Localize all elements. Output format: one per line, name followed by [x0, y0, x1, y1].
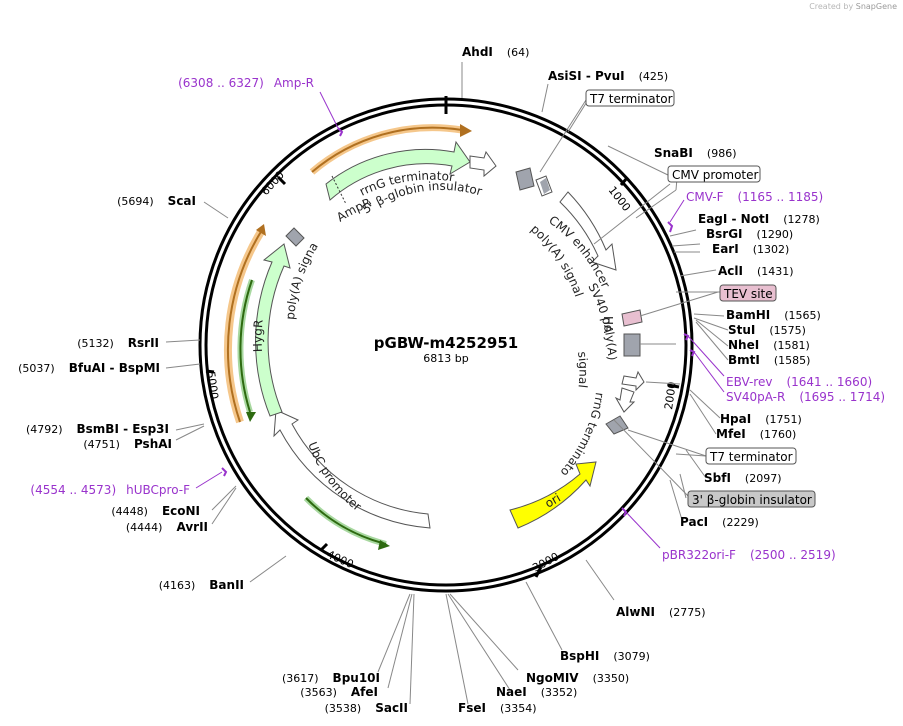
primer-leader-lines	[195, 91, 725, 549]
plasmid-length: 6813 bp	[423, 352, 468, 365]
sv40-signal-label: signal	[575, 351, 590, 389]
hygr-orf2-arrow-core	[239, 279, 253, 413]
bglobin-5-box[interactable]	[515, 167, 535, 191]
cut-asisi-pvui[interactable]: AsiSI - PvuI(425)	[548, 69, 668, 83]
ampr-orf-arrow-core	[311, 126, 463, 173]
cut-econi[interactable]: (4448)EcoNI	[111, 504, 200, 518]
cut-rsrii[interactable]: (5132)RsrII	[77, 336, 159, 350]
cut-ngomiv[interactable]: NgoMIV(3350)	[526, 671, 629, 685]
cut-bsrgi[interactable]: BsrGI(1290)	[706, 227, 793, 241]
cut-mfei[interactable]: MfeI(1760)	[716, 427, 796, 441]
cut-ahdi[interactable]: AhdI(64)	[462, 45, 529, 59]
rrng-terminator-2-label: rrnG terminator	[0, 0, 607, 479]
ampr-dashed-line	[331, 175, 347, 205]
primer-sv40par[interactable]: SV40pA-R(1695 .. 1714)	[726, 390, 885, 404]
cut-stui[interactable]: StuI(1575)	[728, 323, 806, 337]
cut-bsphi[interactable]: BspHI(3079)	[560, 649, 650, 663]
primer-pbr322orif[interactable]: pBR322ori-F(2500 .. 2519)	[662, 548, 836, 562]
boxed-t7-terminator-1[interactable]: T7 terminator	[585, 89, 675, 107]
brand-prefix: Created by	[809, 2, 854, 11]
cut-bamhi[interactable]: BamHI(1565)	[726, 308, 821, 322]
cmv-enhancer-feature[interactable]	[559, 191, 617, 271]
scale-ticks	[205, 175, 680, 578]
primer-ampr[interactable]: (6308 .. 6327)Amp-R	[178, 76, 314, 90]
hygr-orf-arrow-core	[226, 229, 263, 423]
ha-label: HA	[601, 316, 615, 334]
sv40-polya-arrow[interactable]	[614, 387, 636, 413]
hygr-orf2-head	[246, 412, 256, 422]
cut-avrii[interactable]: (4444)AvrII	[126, 520, 208, 534]
t7-terminator-box-fill	[540, 178, 550, 194]
t7-terminator-1-label: T7 terminator	[589, 92, 673, 106]
cut-bfuai-bspmi[interactable]: (5037)BfuAI - BspMI	[18, 361, 160, 375]
tick-label-5000: 5000	[204, 371, 221, 401]
ori-feature[interactable]	[509, 461, 597, 529]
ori-label: ori	[543, 491, 564, 511]
snapgene-brand: Created by SnapGene	[809, 2, 897, 11]
cut-nhei[interactable]: NheI(1581)	[728, 338, 810, 352]
cut-scai[interactable]: (5694)ScaI	[117, 194, 196, 208]
hygr-feature[interactable]	[255, 243, 291, 417]
cut-bmti[interactable]: BmtI(1585)	[728, 353, 810, 367]
cut-bsmbi-esp3i[interactable]: (4792)BsmBI - Esp3I	[26, 422, 169, 436]
cut-sbfi[interactable]: SbfI(2097)	[704, 471, 782, 485]
cut-afei[interactable]: (3563)AfeI	[300, 685, 378, 699]
plasmid-name: pGBW-m4252951	[374, 334, 518, 352]
cut-alwni[interactable]: AlwNI(2775)	[616, 605, 706, 619]
rrng-terminator-2-box[interactable]	[605, 415, 629, 435]
ampr-orf-head	[460, 124, 472, 137]
cut-hpai[interactable]: HpaI(1751)	[720, 412, 802, 426]
primer-cmvf[interactable]: CMV-F(1165 .. 1185)	[686, 190, 823, 204]
cut-banii[interactable]: (4163)BanII	[159, 578, 244, 592]
bglobin-3-label: 3' β-globin insulator	[692, 493, 812, 507]
cut-pshai[interactable]: (4751)PshAI	[83, 437, 172, 451]
cut-eagi-noti[interactable]: EagI - NotI(1278)	[698, 212, 820, 226]
ha-box[interactable]	[623, 333, 641, 357]
boxed-3-bglobin-insulator[interactable]: 3' β-globin insulator	[687, 490, 816, 508]
tick-label-2000: 2000	[662, 381, 679, 411]
feature-leader-lines	[539, 99, 719, 499]
cmv-promoter-label: CMV promoter	[672, 168, 759, 182]
polya-signal-box[interactable]	[285, 227, 305, 247]
primer-ebvrev[interactable]: EBV-rev(1641 .. 1660)	[726, 375, 872, 389]
sv40-arrow-small[interactable]	[621, 370, 645, 392]
cut-bpu10i[interactable]: (3617)Bpu10I	[282, 671, 380, 685]
cut-snabi[interactable]: SnaBI(986)	[654, 146, 737, 160]
hubc-orf-head	[378, 540, 390, 550]
t7-terminator-2-label: T7 terminator	[709, 450, 793, 464]
cut-paci[interactable]: PacI(2229)	[680, 515, 759, 529]
cut-eari[interactable]: EarI(1302)	[712, 242, 789, 256]
cut-sacii[interactable]: (3538)SacII	[325, 701, 408, 715]
tev-site-box[interactable]	[621, 309, 643, 327]
boxed-t7-terminator-2[interactable]: T7 terminator	[705, 447, 797, 465]
leader-lines	[165, 62, 729, 705]
tev-site-label: TEV site	[723, 287, 773, 301]
cut-acli[interactable]: AclI(1431)	[718, 264, 794, 278]
ampr-label: AmpR	[334, 196, 373, 225]
boxed-cmv-promoter[interactable]: CMV promoter	[667, 165, 761, 183]
hubc-orf-arrow-core	[305, 497, 387, 545]
hygr-orf-head	[256, 224, 266, 236]
cut-naei[interactable]: NaeI(3352)	[496, 685, 577, 699]
primer-hubcprof[interactable]: (4554 .. 4573)hUBCpro-F	[30, 483, 190, 497]
ampr-feature[interactable]	[325, 140, 471, 201]
snapgene-logo: SnapGene	[855, 2, 897, 11]
rrng-terminator-1[interactable]	[469, 150, 497, 178]
cut-fsei[interactable]: FseI(3354)	[458, 701, 537, 715]
boxed-tev-site[interactable]: TEV site	[719, 284, 777, 302]
